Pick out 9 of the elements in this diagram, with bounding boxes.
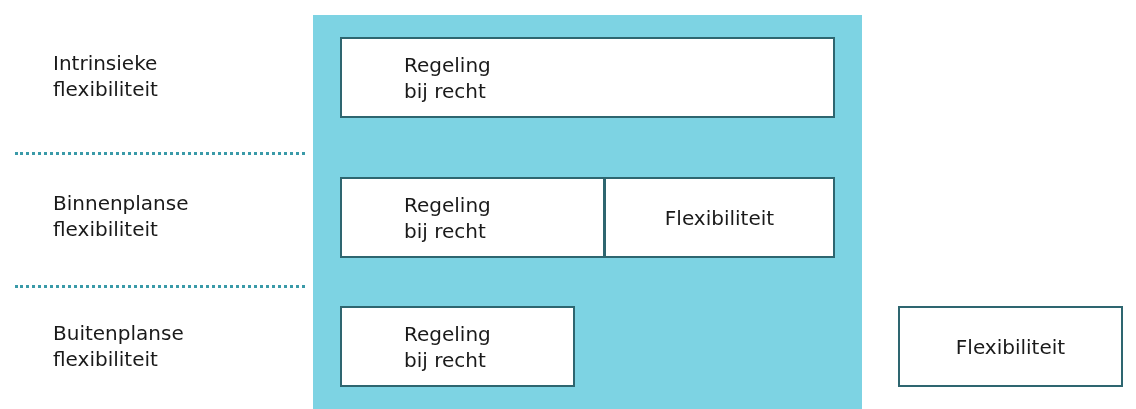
row-label: Intrinsieke flexibiliteit: [53, 50, 159, 102]
text-box: Regeling bij recht: [340, 306, 575, 387]
text-box: Flexibiliteit: [604, 177, 835, 258]
row-label: Binnenplanse flexibiliteit: [53, 190, 190, 242]
text-box: Regeling bij recht: [340, 37, 835, 118]
text-box: Regeling bij recht: [340, 177, 605, 258]
row-label: Buitenplanse flexibiliteit: [53, 320, 185, 372]
background-panel: [313, 15, 862, 409]
text-box: Flexibiliteit: [898, 306, 1123, 387]
